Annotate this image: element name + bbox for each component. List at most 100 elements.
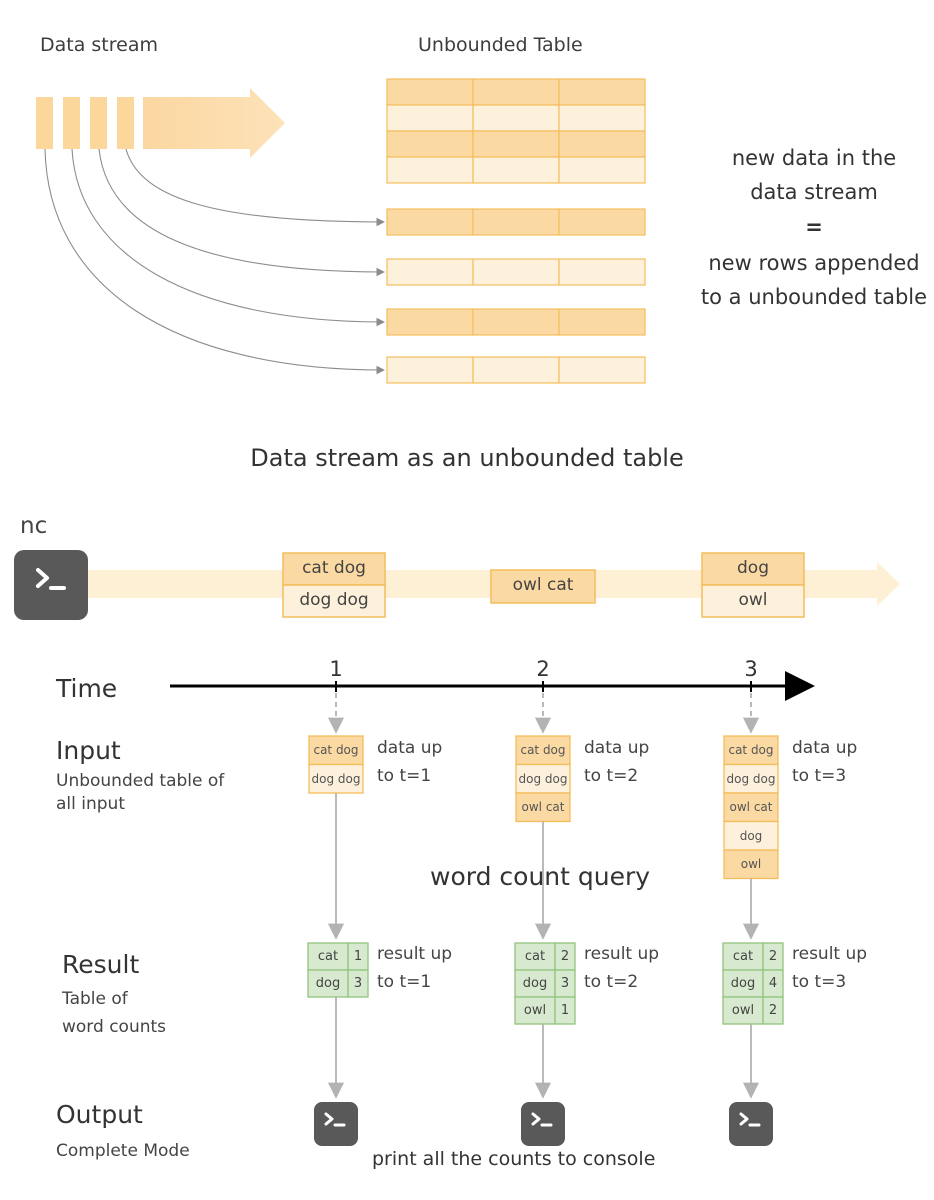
output-title: Output <box>56 1100 143 1129</box>
table-cell <box>386 130 474 158</box>
unbounded-table-label: Unbounded Table <box>418 34 583 56</box>
result-count-text: 2 <box>768 949 778 964</box>
result-count-text: 4 <box>768 976 778 991</box>
side-line-3: new rows appended <box>708 251 920 276</box>
stream-batch-text: cat dog <box>302 558 366 578</box>
table-cell <box>472 308 560 336</box>
side-line-1: new data in the <box>731 146 897 170</box>
stream-batch-text: dog dog <box>299 590 369 610</box>
result-word-text: cat <box>524 949 546 964</box>
result-note-line-1: result up <box>377 944 453 964</box>
append-arrow <box>98 148 386 277</box>
stream-block <box>36 97 53 149</box>
input-cell-text: dog dog <box>518 771 568 786</box>
output-terminal-icon <box>314 1102 358 1146</box>
append-arrow <box>71 148 386 327</box>
time-tick-label: 1 <box>329 657 343 681</box>
input-cell-text: cat dog <box>728 743 774 757</box>
result-word-text: owl <box>523 1003 547 1018</box>
table-cell <box>558 356 646 384</box>
stream-block <box>117 97 134 149</box>
result-count-text: 1 <box>560 1003 570 1018</box>
input-title: Input <box>56 736 121 765</box>
input-note-line-1: data up <box>584 738 650 758</box>
result-note-line-1: result up <box>584 944 660 964</box>
result-note-line-1: result up <box>792 944 868 964</box>
table-cell <box>558 208 646 236</box>
input-cell-text: cat dog <box>520 743 566 757</box>
table-cell <box>386 78 474 106</box>
result-count-text: 3 <box>353 976 363 991</box>
time-tick-label: 2 <box>536 657 550 681</box>
side-explanation: new data in the data stream = new rows a… <box>676 144 934 312</box>
output-caption: print all the counts to console <box>372 1148 656 1170</box>
append-arrow <box>44 148 386 375</box>
output-terminal-icon <box>729 1102 773 1146</box>
time-label: Time <box>56 674 118 703</box>
result-note-line-2: to t=3 <box>792 972 847 992</box>
result-count-text: 2 <box>768 1003 778 1018</box>
top-diagram <box>36 78 646 384</box>
result-subtitle-2: word counts <box>62 1017 167 1037</box>
input-cell-text: dog <box>739 828 763 843</box>
table-cell <box>472 258 560 286</box>
result-note-line-2: to t=2 <box>584 972 639 992</box>
input-cell-text: owl cat <box>521 800 565 814</box>
table-cell <box>558 78 646 106</box>
equals-sign: = <box>805 214 823 239</box>
result-word-text: cat <box>317 949 339 964</box>
table-cell <box>472 104 560 132</box>
result-count-text: 3 <box>560 976 570 991</box>
input-subtitle: Unbounded table of all input <box>56 771 225 815</box>
input-cell-text: cat dog <box>313 743 359 757</box>
stream-batch-text: owl cat <box>512 575 574 595</box>
table-cell <box>472 130 560 158</box>
table-cell <box>472 78 560 106</box>
input-cell-text: owl <box>740 857 762 871</box>
data-stream-label: Data stream <box>40 34 158 56</box>
input-note-line-2: to t=3 <box>792 766 847 786</box>
result-count-text: 1 <box>353 949 363 964</box>
query-label: word count query <box>430 862 651 891</box>
time-tick-label: 3 <box>744 657 758 681</box>
result-word-text: dog <box>730 976 756 991</box>
input-note-line-1: data up <box>792 738 858 758</box>
result-subtitle-1: Table of <box>62 989 128 1009</box>
table-cell <box>472 208 560 236</box>
result-word-text: owl <box>731 1003 755 1018</box>
table-cell <box>472 156 560 184</box>
append-arrow <box>125 148 386 227</box>
stream-arrow <box>143 88 285 158</box>
input-note-line-2: to t=2 <box>584 766 639 786</box>
result-count-text: 2 <box>560 949 570 964</box>
input-cell-text: owl cat <box>729 800 773 814</box>
table-cell <box>386 156 474 184</box>
table-cell <box>386 356 474 384</box>
side-line-2: data stream <box>750 180 878 205</box>
unbounded-table <box>386 78 646 384</box>
result-word-text: dog <box>315 976 341 991</box>
result-word-text: cat <box>732 949 754 964</box>
stream-batch-text: owl <box>738 590 768 610</box>
table-cell <box>386 208 474 236</box>
table-cell <box>558 156 646 184</box>
table-cell <box>386 258 474 286</box>
result-note-line-2: to t=1 <box>377 972 432 992</box>
input-note-line-2: to t=1 <box>377 766 432 786</box>
output-terminal-icon <box>521 1102 565 1146</box>
input-note-line-1: data up <box>377 738 443 758</box>
output-subtitle: Complete Mode <box>56 1141 190 1161</box>
nc-terminal-icon <box>14 550 88 620</box>
table-cell <box>558 104 646 132</box>
top-caption: Data stream as an unbounded table <box>250 444 684 472</box>
input-cell-text: dog dog <box>311 771 361 786</box>
stream-batch-text: dog <box>737 558 769 578</box>
table-cell <box>558 308 646 336</box>
result-title: Result <box>62 950 140 979</box>
result-word-text: dog <box>522 976 548 991</box>
nc-label: nc <box>20 513 48 539</box>
table-cell <box>558 130 646 158</box>
stream-block <box>90 97 107 149</box>
table-cell <box>472 356 560 384</box>
stream-block <box>63 97 80 149</box>
